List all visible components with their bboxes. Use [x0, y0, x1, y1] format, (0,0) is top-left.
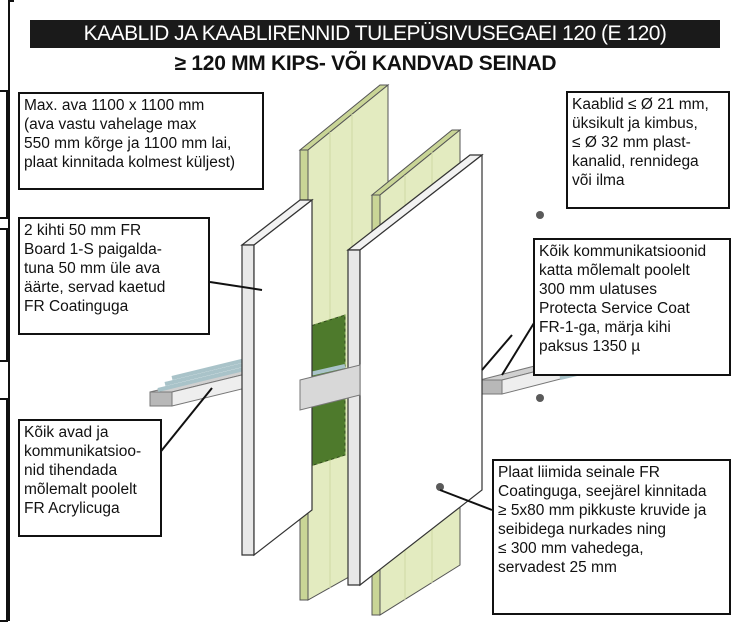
callout-service-coat: Kõik kommunikatsioonid katta mõlemalt po… [533, 238, 731, 376]
page-subtitle: ≥ 120 MM KIPS- VÕI KANDVAD SEINAD [174, 52, 557, 75]
fire-board-right [299, 153, 484, 587]
page-title: KAABLID JA KAABLIRENNID TULEPÜSIVUSEGAEI… [30, 20, 720, 48]
leader-lines [157, 281, 535, 511]
callout-max-opening: Max. ava 1100 x 1100 mm (ava vastu vahel… [18, 92, 264, 190]
callout-board-fixing: Plaat liimida seinale FR Coatinguga, see… [492, 459, 731, 615]
left-bracket-middle [0, 228, 8, 362]
callout-fire-boards: 2 kihti 50 mm FR Board 1-S paigalda- tun… [18, 217, 210, 335]
left-frame-tick [8, 0, 14, 2]
callout-cables: Kaablid ≤ Ø 21 mm, üksikult ja kimbus, ≤… [566, 91, 730, 209]
fire-board-left [240, 198, 314, 557]
left-bracket-top [0, 90, 8, 219]
callout-acrylic-seal: Kõik avad ja kommunikatsioo- nid tihenda… [18, 419, 162, 537]
left-bracket-bottom [0, 398, 8, 622]
left-frame-line [8, 0, 10, 621]
